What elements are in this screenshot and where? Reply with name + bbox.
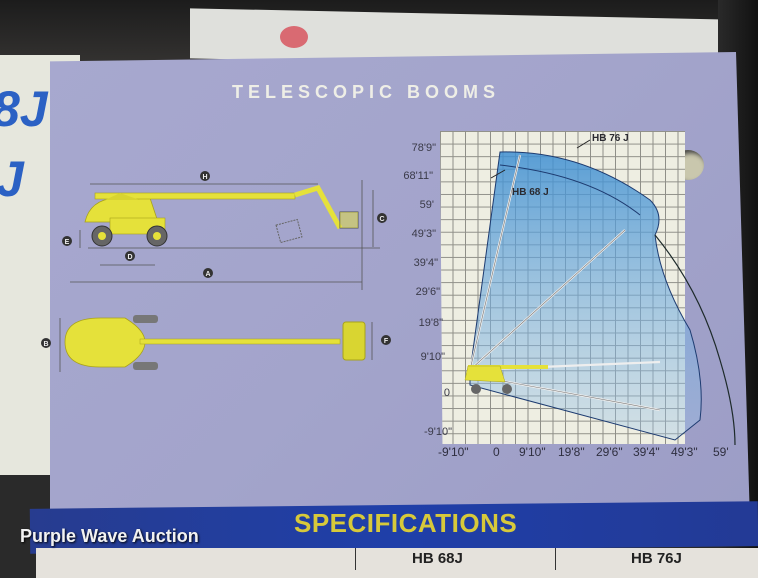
badge-E: E	[65, 239, 70, 246]
x-label: 59'	[713, 445, 729, 459]
watermark: Purple Wave Auction	[20, 526, 199, 546]
boom-top-view	[64, 315, 366, 370]
chart-machine	[464, 365, 548, 394]
x-label: 29'6"	[596, 445, 623, 459]
badge-H: H	[202, 174, 207, 181]
y-label: 29'6"	[415, 286, 440, 298]
left-card-text-2: J	[0, 150, 24, 208]
column-divider	[355, 548, 356, 570]
badge-F: F	[384, 338, 389, 345]
red-flower	[280, 26, 308, 48]
column-header-hb68j: HB 68J	[412, 550, 463, 567]
section-title: TELESCOPIC BOOMS	[232, 82, 501, 102]
y-label: 59'	[419, 199, 434, 211]
badge-A: A	[205, 271, 210, 278]
y-label: 39'4"	[413, 257, 438, 269]
y-label: 49'3"	[411, 228, 436, 240]
column-header-hb76j: HB 76J	[631, 550, 682, 567]
badge-D: D	[127, 254, 132, 261]
y-label: 9'10"	[420, 351, 445, 363]
boom-side-view	[84, 185, 359, 247]
badge-C: C	[379, 216, 384, 223]
y-label: 19'8"	[418, 317, 443, 329]
x-label: 19'8"	[558, 445, 585, 459]
badge-B: B	[43, 341, 48, 348]
curve-label-hb68j: HB 68 J	[512, 187, 549, 198]
y-label: 78'9"	[411, 142, 436, 154]
y-label: 0	[443, 387, 450, 399]
y-label: -9'10"	[423, 426, 452, 438]
x-label: 39'4"	[633, 445, 660, 459]
x-label: 49'3"	[671, 445, 698, 459]
y-label: 68'11"	[403, 170, 433, 182]
curve-label-hb76j: HB 76 J	[592, 133, 629, 144]
x-label: 0	[493, 445, 500, 459]
column-divider	[555, 548, 556, 570]
x-label: -9'10"	[438, 445, 469, 459]
x-label: 9'10"	[519, 445, 546, 459]
specifications-title: SPECIFICATIONS	[294, 508, 518, 538]
left-card-text-1: 8J	[0, 81, 48, 137]
